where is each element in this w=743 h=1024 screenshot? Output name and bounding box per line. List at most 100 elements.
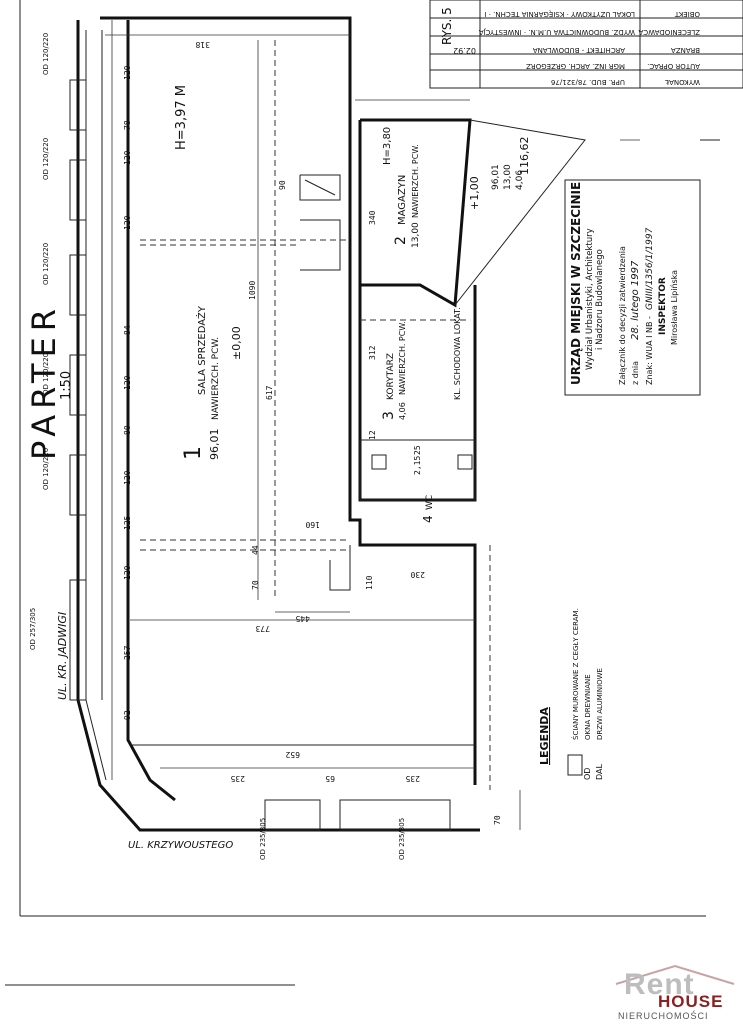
tb-row2-label: ZLECENIODAWCA (638, 28, 700, 36)
room-number: 4 (421, 515, 435, 523)
area-calculation: 96,01 13,00 4,06 116,62 (491, 137, 531, 191)
room-4: 4 WC (421, 495, 435, 523)
stamp-person: Mirosława Lipińska (670, 270, 679, 345)
level-store: +1,00 (468, 176, 481, 210)
window-label: OD 120/220 (42, 33, 50, 75)
dim-label: 90 (278, 180, 287, 190)
dashed-lines (140, 40, 491, 790)
tb-row2-value: WYDZ. BUDOWNICTWA U.M.N. · INWESTYCJA (479, 28, 635, 36)
room-height: H=3,80 (382, 127, 393, 165)
dim-label: 25 (413, 445, 422, 455)
legend-item-2: OKNA DREWNIANE (584, 674, 592, 740)
dim-label: 235 (405, 774, 420, 783)
dim-label: 84 (123, 325, 132, 335)
stamp-sign-value: GNIII/1356/1/1997 (645, 227, 655, 310)
dim-label: 160 (305, 520, 320, 529)
dims-left: 120 78 120 120 84 120 80 120 125 120 257… (123, 65, 132, 720)
room-area: 96,01 (208, 429, 221, 461)
dim-label: 318 (195, 40, 210, 49)
legend: LEGENDA ŚCIANY MUROWANE Z CEGŁY CERAM. O… (538, 608, 604, 780)
room-name: SALA SPRZEDAŻY (195, 305, 208, 395)
title-block-frame (429, 0, 743, 89)
dim-label: 120 (123, 65, 132, 80)
room-number: 2 (393, 236, 409, 245)
tb-row5-label: WYKONAŁ (665, 78, 700, 86)
facade-left (69, 20, 480, 832)
stamp-date-value: 28. lutego 1997 (630, 260, 641, 340)
room-2: 2 MAGAZYN 13,00 NAWIERZCH. PCW. H=3,80 (382, 127, 421, 248)
logo-word-rent: Rent (624, 968, 695, 1001)
window-label: OD 120/220 (42, 353, 50, 395)
dim-label: 70 (251, 580, 260, 590)
title-block: OBIEKT LOKAL UŻYTKOWY · KSIĘGARNIA TECHN… (453, 10, 700, 86)
area-total: 116,62 (518, 137, 531, 176)
room-area: 13,00 (411, 222, 421, 248)
dim-label: 445 (295, 614, 310, 623)
dim-label: 617 (265, 385, 274, 400)
legend-code-2: OD (583, 768, 592, 780)
window-label: OD 235/305 (259, 818, 267, 860)
room-3: 3 KORYTARZ 4,06 NAWIERZCH. PCW. (381, 321, 407, 420)
dim-label: 80 (123, 425, 132, 435)
dim-label: 65 (325, 774, 335, 783)
stamp-dept-2: i Nadzoru Budowlanego (595, 249, 605, 350)
legend-swatch-wall (567, 754, 583, 776)
tb-row3-label: BRANŻA (671, 46, 700, 55)
tb-row1-value: LOKAL UŻYTKOWY · KSIĘGARNIA TECHN. · I (484, 10, 635, 19)
window-labels: OD 120/220 OD 120/220 OD 120/220 OD 120/… (29, 33, 406, 860)
window-label: OD 120/220 (42, 138, 50, 180)
rent-house-logo: Rent HOUSE NIERUCHOMOŚCI (612, 962, 738, 1022)
tb-row1-label: OBIEKT (674, 10, 700, 18)
dim-label: 235 (230, 774, 245, 783)
area-line-2: 13,00 (503, 164, 513, 190)
dim-label: 652 (285, 750, 300, 759)
logo-tagline: NIERUCHOMOŚCI (618, 1011, 709, 1021)
dim-label: 120 (123, 150, 132, 165)
dimension-lines (111, 20, 640, 830)
window-label: OD 120/220 (42, 448, 50, 490)
window-label: OD 235/305 (398, 818, 406, 860)
tb-row4-value: MGR INŻ. ARCH. GRZEGORZ (526, 62, 625, 71)
title-group: PARTER 1:50 H=3,97 M RYS. 5 UL. KR. JADW… (25, 7, 481, 851)
room-floor: NAWIERZCH. PCW. (211, 337, 221, 420)
room-floor: NAWIERZCH. PCW. (411, 144, 420, 218)
plan-scale: 1:50 (59, 371, 74, 400)
dim-label: 78 (123, 120, 132, 130)
legend-item-1: ŚCIANY MUROWANE Z CEGŁY CERAM. (571, 608, 580, 740)
dim-label: 120 (123, 215, 132, 230)
stair-note: KL. SCHODOWA LOKAT. (453, 307, 462, 400)
stamp-sign-label: Znak: WUA I NB - (645, 316, 654, 385)
room-area: 4,06 (398, 402, 407, 420)
dim-label: 110 (365, 575, 374, 590)
dims-other: 318 1090 617 773 652 235 65 235 445 230 … (195, 40, 502, 825)
room-number: 1 (181, 446, 206, 460)
dim-label: 1090 (248, 281, 257, 300)
dim-label: 125 (123, 515, 132, 530)
dim-label: 44 (251, 545, 260, 555)
tb-row4-label: AUTOR OPRAC. (647, 62, 700, 70)
dim-label: 120 (123, 565, 132, 580)
area-line-3: 4,06 (515, 170, 525, 190)
street-left: UL. KR. JADWIGI (56, 612, 69, 700)
dim-label: 92 (123, 710, 132, 720)
dim-label: 70 (493, 815, 502, 825)
dim-label: 120 (123, 375, 132, 390)
room-name: KORYTARZ (386, 353, 396, 400)
stamp-dept-1: Wydział Urbanistyki, Architektury (585, 228, 595, 370)
dim-label: 12 (368, 430, 377, 440)
dim-label: 120 (123, 470, 132, 485)
room-number: 3 (381, 411, 397, 420)
room-floor: NAWIERZCH. PCW. (398, 321, 407, 395)
roof-icon (615, 964, 735, 985)
interior-walls (130, 70, 586, 785)
area-line-1: 96,01 (491, 164, 501, 190)
dim-label: 312 (368, 345, 377, 360)
wall-top (100, 16, 352, 70)
window-label: OD 120/220 (42, 243, 50, 285)
room-name: WC (425, 495, 435, 510)
approval-stamp: URZĄD MIEJSKI W SZCZECINIE Wydział Urban… (569, 182, 679, 385)
level-main: ±0,00 (230, 326, 243, 360)
tb-row3-value: ARCHITEKT - BUDOWLANA (533, 46, 625, 54)
room-name: MAGAZYN (397, 175, 408, 225)
